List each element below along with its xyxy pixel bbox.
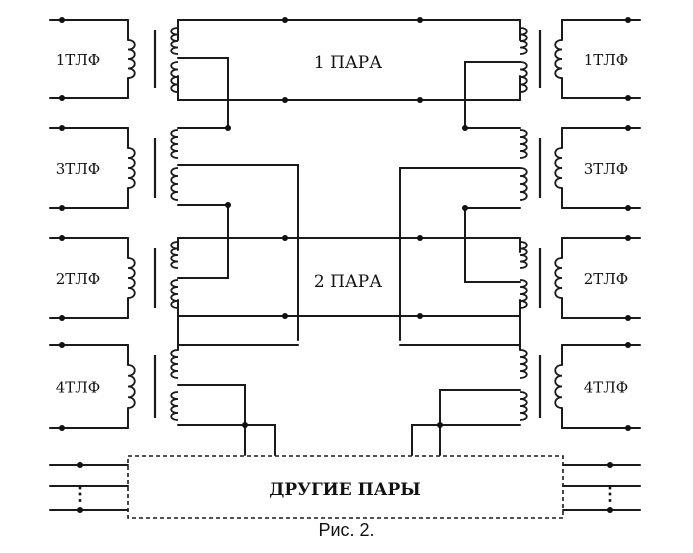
right-transformers <box>399 19 521 456</box>
left-line-coil-2b <box>170 167 179 201</box>
left-phone-label-2: 3ТЛФ <box>56 160 101 178</box>
right-phone-block-1: 1ТЛФ <box>538 17 641 101</box>
right-phone-block-2: 3ТЛФ <box>538 125 641 211</box>
other-pairs-box <box>49 455 641 519</box>
right-phone-label-1: 1ТЛФ <box>584 51 629 69</box>
left-phone-label-4: 4ТЛФ <box>56 379 101 397</box>
left-line-coil-4b <box>170 391 179 421</box>
left-ellipsis: ⋮ <box>71 484 89 505</box>
right-phone-coil-4 <box>554 364 563 409</box>
left-phone-blocks: 1ТЛФ 3ТЛФ 2ТЛФ 4ТЛФ <box>49 17 157 431</box>
right-line-coil-4b <box>519 391 528 421</box>
left-phone-coil-3 <box>127 257 136 299</box>
right-line-coil-1 <box>519 27 528 55</box>
left-phone-coil-2 <box>127 147 136 189</box>
right-line-coil-2b <box>519 167 528 201</box>
coil-windings <box>170 27 528 421</box>
left-phone-block-4: 4ТЛФ <box>49 342 157 431</box>
right-phone-block-4: 4ТЛФ <box>538 342 641 431</box>
right-phone-label-3: 2ТЛФ <box>584 270 629 288</box>
left-phone-label-3: 2ТЛФ <box>56 270 101 288</box>
pair2-label: 2 ПАРА <box>314 272 382 292</box>
right-phone-coil-1 <box>554 39 563 79</box>
right-phone-coil-2 <box>554 147 563 189</box>
left-phone-coil-4 <box>127 364 136 409</box>
left-phone-label-1: 1ТЛФ <box>56 51 101 69</box>
right-ellipsis: ⋮ <box>601 484 619 505</box>
right-line-coil-3b <box>519 279 528 309</box>
left-line-coil-3b <box>170 279 179 309</box>
right-line-coil-2 <box>519 129 528 159</box>
left-line-coil-2 <box>170 129 179 159</box>
right-phone-label-4: 4ТЛФ <box>584 379 629 397</box>
right-line-coil-4 <box>519 349 528 379</box>
left-phone-block-2: 3ТЛФ <box>49 125 157 211</box>
pair2-lines <box>177 235 521 319</box>
pair1-label: 1 ПАРА <box>314 53 382 73</box>
right-phone-block-3: 2ТЛФ <box>538 235 641 321</box>
right-phone-coil-3 <box>554 257 563 299</box>
right-line-coil-3 <box>519 241 528 269</box>
other-pairs-label: ДРУГИЕ ПАРЫ <box>269 480 420 500</box>
right-line-coil-1b <box>519 61 528 93</box>
right-phone-label-2: 3ТЛФ <box>584 160 629 178</box>
pair1-lines <box>177 17 521 103</box>
left-line-coil-4 <box>170 349 179 379</box>
left-phone-block-1: 1ТЛФ <box>49 17 157 101</box>
figure-caption: Рис. 2. <box>318 520 375 540</box>
left-line-coil-3 <box>170 241 179 269</box>
left-line-coil-1 <box>170 27 179 55</box>
left-line-coil-1b <box>170 61 179 93</box>
left-transformers <box>177 19 299 456</box>
right-phone-blocks: 1ТЛФ 3ТЛФ 2ТЛФ 4ТЛФ <box>538 17 641 431</box>
left-phone-coil-1 <box>127 39 136 79</box>
left-phone-block-3: 2ТЛФ <box>49 235 157 321</box>
